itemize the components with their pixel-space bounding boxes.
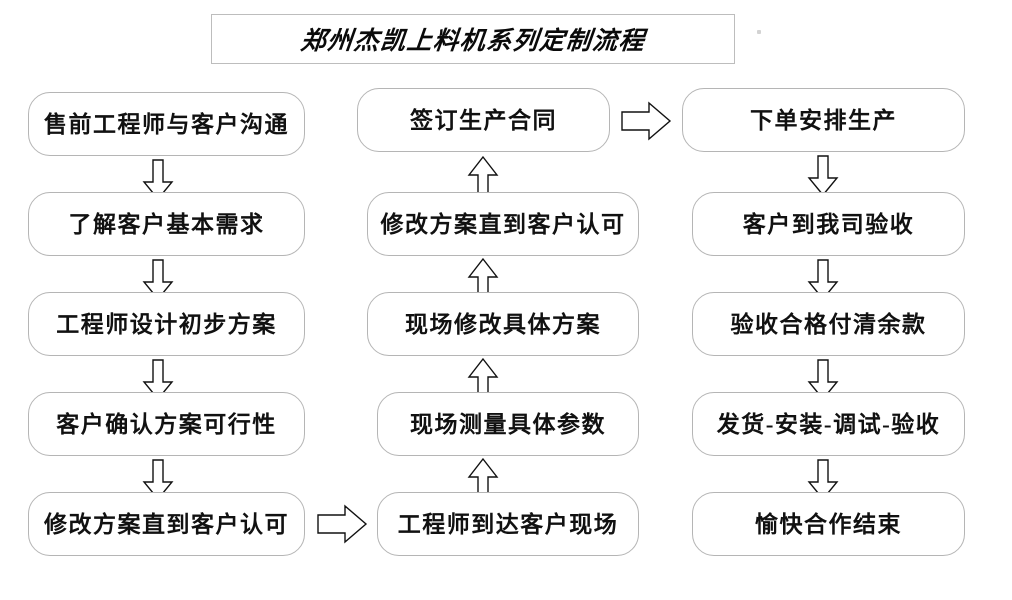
- arrow-down-icon: [142, 459, 174, 501]
- node-M2-label: 修改方案直到客户认可: [380, 211, 626, 237]
- connector-c-m1-r1: [621, 101, 672, 141]
- arrow-down-icon: [142, 159, 174, 201]
- node-R3-label: 验收合格付清余款: [730, 311, 927, 337]
- node-R4-label: 发货-安装-调试-验收: [716, 411, 941, 437]
- node-R5-label: 愉快合作结束: [755, 511, 902, 537]
- connector-c-r4-r5: [807, 459, 839, 501]
- node-M4-label: 现场测量具体参数: [410, 411, 606, 437]
- node-R2[interactable]: 客户到我司验收: [692, 192, 965, 256]
- node-L5[interactable]: 修改方案直到客户认可: [28, 492, 305, 556]
- connector-c-r2-r3: [807, 259, 839, 301]
- chart-title-box: 郑州杰凯上料机系列定制流程: [211, 14, 735, 64]
- connector-c-l1-l2: [142, 159, 174, 201]
- connector-c-l4-l5: [142, 459, 174, 501]
- arrow-down-icon: [807, 155, 839, 197]
- node-L4-label: 客户确认方案可行性: [56, 411, 277, 437]
- node-M3[interactable]: 现场修改具体方案: [367, 292, 639, 356]
- arrow-down-icon: [142, 359, 174, 401]
- node-R3[interactable]: 验收合格付清余款: [692, 292, 965, 356]
- node-L2[interactable]: 了解客户基本需求: [28, 192, 305, 256]
- arrow-right-icon: [621, 101, 672, 141]
- arrow-down-icon: [807, 359, 839, 401]
- arrow-right-icon: [317, 504, 368, 544]
- node-L3-label: 工程师设计初步方案: [56, 311, 277, 337]
- arrow-up-icon: [467, 155, 499, 198]
- node-R1[interactable]: 下单安排生产: [682, 88, 965, 152]
- node-M1[interactable]: 签订生产合同: [357, 88, 610, 152]
- node-L5-label: 修改方案直到客户认可: [44, 511, 289, 537]
- node-L1-label: 售前工程师与客户沟通: [44, 111, 289, 137]
- node-M3-label: 现场修改具体方案: [405, 311, 601, 337]
- node-L1[interactable]: 售前工程师与客户沟通: [28, 92, 305, 156]
- connector-c-r3-r4: [807, 359, 839, 401]
- arrow-down-icon: [807, 459, 839, 501]
- connector-c-l3-l4: [142, 359, 174, 401]
- node-L3[interactable]: 工程师设计初步方案: [28, 292, 305, 356]
- node-M5[interactable]: 工程师到达客户现场: [377, 492, 639, 556]
- node-M1-label: 签订生产合同: [410, 107, 557, 133]
- connector-c-l5-m5: [317, 504, 368, 544]
- node-L4[interactable]: 客户确认方案可行性: [28, 392, 305, 456]
- arrow-down-icon: [807, 259, 839, 301]
- node-R5[interactable]: 愉快合作结束: [692, 492, 965, 556]
- node-R2-label: 客户到我司验收: [742, 211, 915, 237]
- arrow-down-icon: [142, 259, 174, 301]
- node-M2[interactable]: 修改方案直到客户认可: [367, 192, 639, 256]
- chart-title: 郑州杰凯上料机系列定制流程: [299, 28, 647, 55]
- connector-c-l2-l3: [142, 259, 174, 301]
- node-M4[interactable]: 现场测量具体参数: [377, 392, 639, 456]
- node-L2-label: 了解客户基本需求: [68, 211, 265, 237]
- node-R4[interactable]: 发货-安装-调试-验收: [692, 392, 965, 456]
- connector-c-r1-r2: [807, 155, 839, 197]
- node-M5-label: 工程师到达客户现场: [397, 511, 619, 537]
- node-R1-label: 下单安排生产: [750, 107, 897, 133]
- stray-dot-artifact: [757, 30, 761, 34]
